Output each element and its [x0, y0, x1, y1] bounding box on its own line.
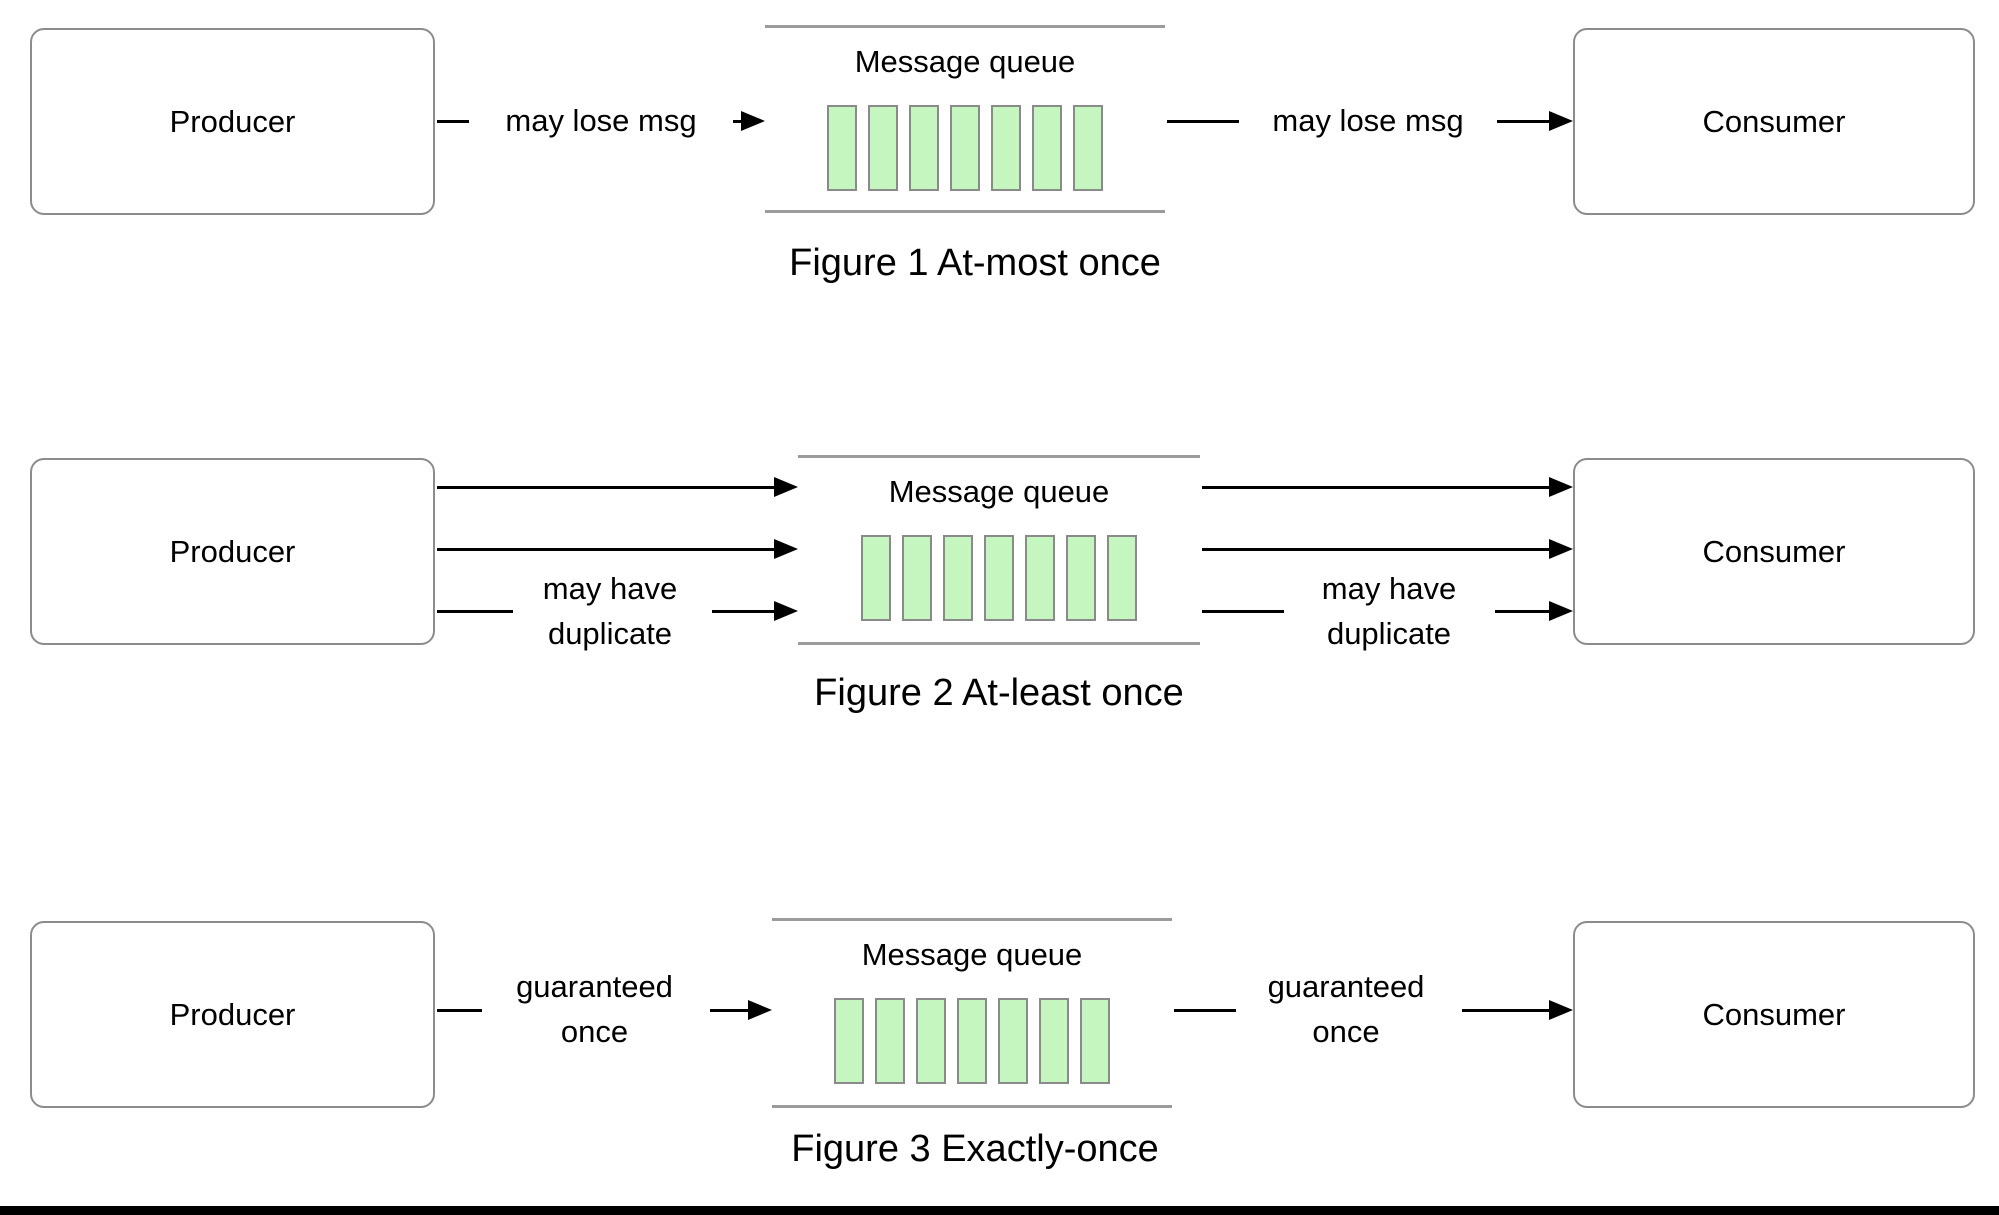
connector-line: [710, 1009, 750, 1012]
arrow-label-line: guaranteed: [1267, 969, 1425, 1004]
producer-box: Producer: [30, 458, 435, 645]
connector-line: [1202, 610, 1284, 613]
queue-message-bar: [868, 105, 898, 191]
queue-top-line: [798, 455, 1200, 458]
queue-message-bar: [1032, 105, 1062, 191]
consumer-box: Consumer: [1573, 458, 1975, 645]
queue-bars: [827, 105, 1103, 191]
arrowhead-icon: [748, 1000, 772, 1020]
queue-bottom-line: [772, 1105, 1172, 1108]
queue-bars: [834, 998, 1110, 1084]
arrow-label-line: duplicate: [547, 616, 673, 651]
arrowhead-icon: [1549, 601, 1573, 621]
queue-message-bar: [1066, 535, 1096, 621]
message-queue: Message queue: [798, 455, 1200, 645]
queue-message-bar: [1107, 535, 1137, 621]
figure-caption: Figure 2 At-least once: [814, 672, 1184, 714]
connector-line: [437, 1009, 482, 1012]
connector-line: [437, 548, 776, 551]
arrowhead-icon: [1549, 477, 1573, 497]
queue-message-bar: [991, 105, 1021, 191]
figure-caption: Figure 1 At-most once: [789, 242, 1161, 284]
arrow-label: may lose msg: [505, 103, 697, 138]
producer-label: Producer: [169, 533, 296, 569]
arrowhead-icon: [774, 539, 798, 559]
queue-bars: [861, 535, 1137, 621]
queue-message-bar: [1039, 998, 1069, 1084]
queue-message-bar: [875, 998, 905, 1084]
producer-label: Producer: [169, 996, 296, 1032]
queue-message-bar: [861, 535, 891, 621]
queue-message-bar: [909, 105, 939, 191]
queue-message-bar: [834, 998, 864, 1084]
queue-message-bar: [916, 998, 946, 1084]
producer-label: Producer: [169, 103, 296, 139]
queue-label: Message queue: [861, 937, 1083, 972]
consumer-box: Consumer: [1573, 28, 1975, 215]
bottom-divider: [0, 1206, 1999, 1215]
connector-line: [1167, 120, 1239, 123]
queue-message-bar: [1073, 105, 1103, 191]
arrow-label: may have duplicate: [1282, 566, 1496, 656]
queue-message-bar: [957, 998, 987, 1084]
queue-top-line: [765, 25, 1165, 28]
connector-line: [1174, 1009, 1236, 1012]
connector-line: [733, 120, 745, 123]
connector-line: [1202, 548, 1551, 551]
connector-line: [437, 610, 513, 613]
queue-label: Message queue: [854, 44, 1076, 79]
queue-message-bar: [827, 105, 857, 191]
arrowhead-icon: [774, 601, 798, 621]
queue-message-bar: [950, 105, 980, 191]
arrow-label: guaranteed once: [1240, 964, 1452, 1054]
queue-message-bar: [1025, 535, 1055, 621]
arrow-label-line: once: [1312, 1014, 1380, 1049]
arrowhead-icon: [741, 111, 765, 131]
arrowhead-icon: [1549, 539, 1573, 559]
arrowhead-icon: [774, 477, 798, 497]
queue-message-bar: [984, 535, 1014, 621]
queue-bottom-line: [798, 642, 1200, 645]
arrow-label: guaranteed once: [482, 964, 707, 1054]
connector-line: [1202, 486, 1551, 489]
message-queue: Message queue: [765, 25, 1165, 213]
queue-message-bar: [1080, 998, 1110, 1084]
producer-box: Producer: [30, 28, 435, 215]
consumer-label: Consumer: [1702, 996, 1846, 1032]
figure-caption: Figure 3 Exactly-once: [791, 1128, 1159, 1170]
connector-line: [1462, 1009, 1550, 1012]
queue-top-line: [772, 918, 1172, 921]
consumer-label: Consumer: [1702, 533, 1846, 569]
queue-message-bar: [943, 535, 973, 621]
arrow-label: may have duplicate: [505, 566, 715, 656]
arrow-label-line: guaranteed: [516, 969, 673, 1004]
queue-message-bar: [902, 535, 932, 621]
queue-label: Message queue: [888, 474, 1110, 509]
arrow-label-line: once: [560, 1014, 629, 1049]
consumer-box: Consumer: [1573, 921, 1975, 1108]
connector-line: [437, 120, 469, 123]
queue-bottom-line: [765, 210, 1165, 213]
connector-line: [1497, 120, 1551, 123]
arrow-label: may lose msg: [1272, 103, 1464, 138]
producer-box: Producer: [30, 921, 435, 1108]
connector-line: [437, 486, 776, 489]
arrowhead-icon: [1549, 1000, 1573, 1020]
arrow-label-line: may have: [542, 571, 678, 606]
queue-message-bar: [998, 998, 1028, 1084]
consumer-label: Consumer: [1702, 103, 1846, 139]
connector-line: [712, 610, 776, 613]
arrow-label-line: duplicate: [1326, 616, 1452, 651]
arrow-label-line: may have: [1321, 571, 1457, 606]
message-queue: Message queue: [772, 918, 1172, 1108]
arrowhead-icon: [1549, 111, 1573, 131]
connector-line: [1495, 610, 1551, 613]
